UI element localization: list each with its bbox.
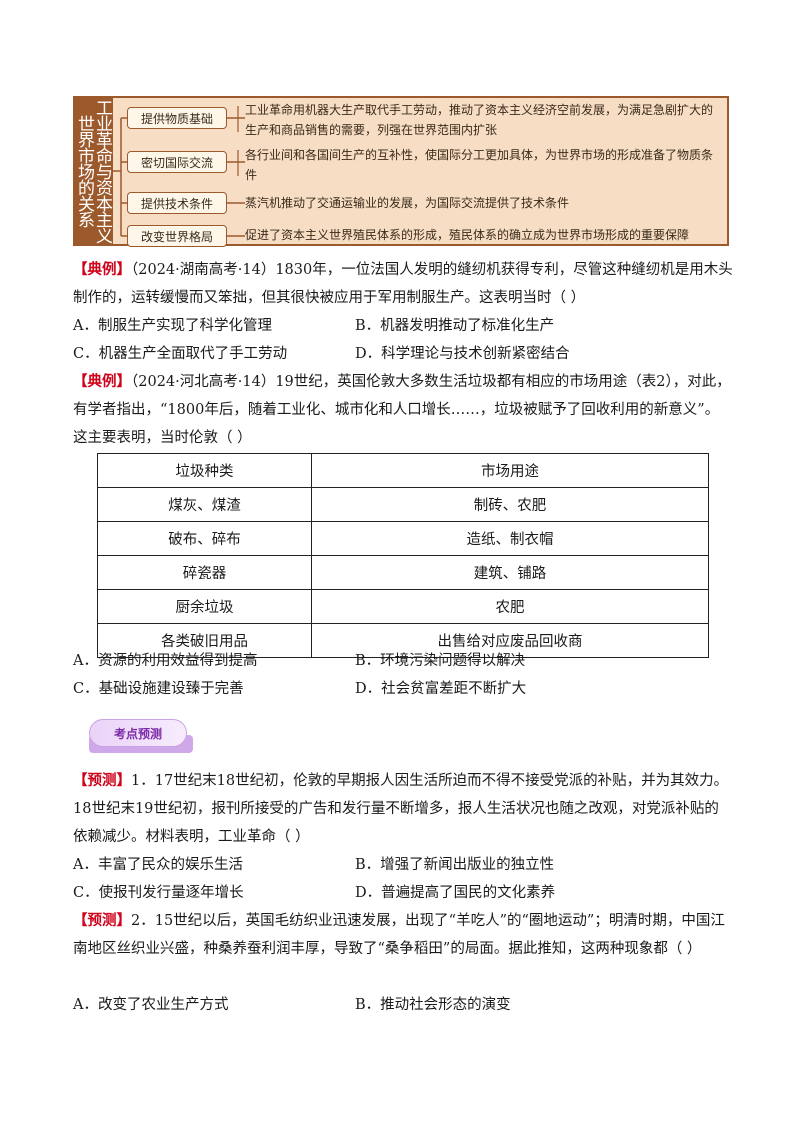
- table-cell: 各类破旧用品: [97, 623, 312, 658]
- table-row: 碎瓷器 建筑、铺路: [97, 555, 709, 590]
- diagram-connector-lines: [113, 106, 245, 237]
- q1-option-d: D．科学理论与技术创新紧密结合: [355, 346, 570, 362]
- diagram-text-pattern: 促进了资本主义世界殖民体系的形成，殖民体系的确立成为世界市场形成的重要保障: [245, 228, 690, 242]
- table-cell: 制砖、农肥: [311, 487, 709, 522]
- q2-option-a: A．资源的利用效益得到提高: [73, 653, 258, 669]
- section-banner: 考点预测: [89, 719, 187, 747]
- diagram-title: 工业革命与资本主义世界市场的关系: [73, 96, 113, 246]
- table-cell: 造纸、制衣帽: [311, 521, 709, 556]
- p1-stem: 【预测】1．17世纪末18世纪初，伦敦的早期报人因生活所迫而不得不接受党派的补贴…: [73, 767, 733, 851]
- table-row: 煤灰、煤渣 制砖、农肥: [97, 487, 709, 522]
- table-cell: 出售给对应废品回收商: [311, 623, 709, 658]
- p1-option-a: A．丰富了民众的娱乐生活: [73, 857, 243, 873]
- q2-option-c: C．基础设施建设臻于完善: [73, 681, 244, 697]
- q1-tag: 【典例】: [73, 261, 131, 278]
- diagram-text-technology: 蒸汽机推动了交通运输业的发展，为国际交流提供了技术条件: [245, 196, 570, 210]
- diagram-label-material: 提供物质基础: [127, 107, 227, 129]
- diagram-label-technology: 提供技术条件: [127, 192, 227, 214]
- q1-text: （2024·湖南高考·14）1830年，一位法国人发明的缝纫机获得专利，尽管这种…: [73, 262, 733, 306]
- diagram-text-exchange: 各行业间和各国间生产的互补性，使国际分工更加具体，为世界市场的形成准备了物质条件: [245, 148, 714, 182]
- q1-option-a: A．制服生产实现了科学化管理: [73, 318, 272, 334]
- q1-option-b: B．机器发明推动了标准化生产: [355, 318, 555, 334]
- table-cell: 煤灰、煤渣: [97, 487, 312, 522]
- diagram-label-exchange: 密切国际交流: [127, 151, 227, 173]
- q1-stem: 【典例】（2024·湖南高考·14）1830年，一位法国人发明的缝纫机获得专利，…: [73, 256, 733, 312]
- p2-option-a: A．改变了农业生产方式: [73, 997, 229, 1013]
- table-cell: 厨余垃圾: [97, 589, 312, 624]
- table-row: 厨余垃圾 农肥: [97, 589, 709, 624]
- p2-tag: 【预测】: [73, 912, 131, 929]
- table-row: 各类破旧用品 出售给对应废品回收商: [97, 623, 709, 658]
- p1-option-c: C．使报刊发行量逐年增长: [73, 885, 244, 901]
- garbage-use-table: 垃圾种类 市场用途 煤灰、煤渣 制砖、农肥 破布、碎布 造纸、制衣帽 碎瓷器 建…: [97, 453, 709, 658]
- p1-option-d: D．普遍提高了国民的文化素养: [355, 885, 556, 901]
- table-cell: 农肥: [311, 589, 709, 624]
- q2-option-d: D．社会贫富差距不断扩大: [355, 681, 527, 697]
- q2-option-b: B．环境污染问题得以解决: [355, 653, 526, 669]
- p1-option-b: B．增强了新闻出版业的独立性: [355, 857, 555, 873]
- table-row: 破布、碎布 造纸、制衣帽: [97, 521, 709, 556]
- table-header-cell: 垃圾种类: [97, 453, 312, 488]
- q2-tag: 【典例】: [73, 373, 131, 390]
- q1-option-c: C．机器生产全面取代了手工劳动: [73, 346, 288, 362]
- p2-stem: 【预测】2．15世纪以后，英国毛纺织业迅速发展，出现了“羊吃人”的“圈地运动”；…: [73, 907, 733, 963]
- table-header-cell: 市场用途: [311, 453, 709, 488]
- p2-option-b: B．推动社会形态的演变: [355, 997, 511, 1013]
- table-cell: 碎瓷器: [97, 555, 312, 590]
- table-cell: 破布、碎布: [97, 521, 312, 556]
- table-cell: 建筑、铺路: [311, 555, 709, 590]
- q2-stem: 【典例】（2024·河北高考·14）19世纪，英国伦敦大多数生活垃圾都有相应的市…: [73, 368, 733, 452]
- table-header-row: 垃圾种类 市场用途: [97, 453, 709, 488]
- q2-text: （2024·河北高考·14）19世纪，英国伦敦大多数生活垃圾都有相应的市场用途（…: [73, 374, 731, 446]
- diagram-label-pattern: 改变世界格局: [127, 225, 227, 247]
- p1-text: 1．17世纪末18世纪初，伦敦的早期报人因生活所迫而不得不接受党派的补贴，并为其…: [73, 773, 729, 845]
- p2-text: 2．15世纪以后，英国毛纺织业迅速发展，出现了“羊吃人”的“圈地运动”；明清时期…: [73, 913, 725, 957]
- p1-tag: 【预测】: [73, 772, 131, 789]
- diagram-text-material: 工业革命用机器大生产取代手工劳动，推动了资本主义经济空前发展，为满足急剧扩大的生…: [245, 103, 714, 137]
